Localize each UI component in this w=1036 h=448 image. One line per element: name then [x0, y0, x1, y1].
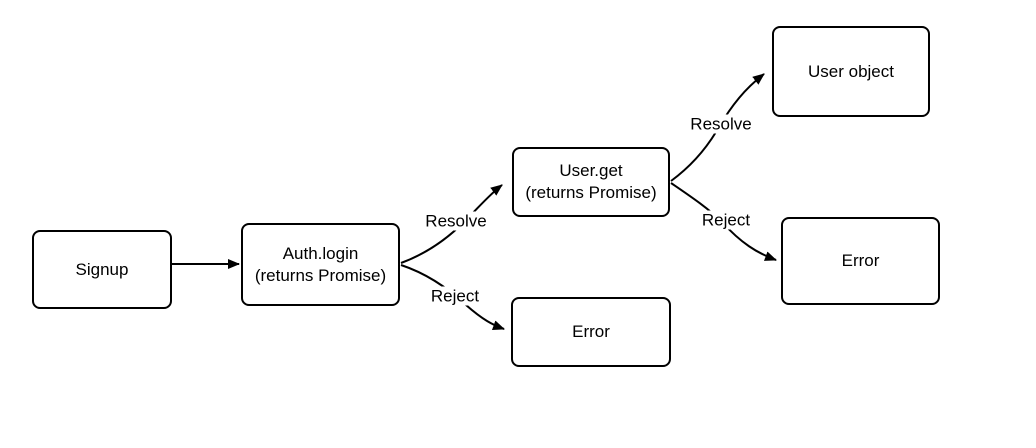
edge-label-reject-user-get: Reject — [699, 210, 753, 230]
node-signup: Signup — [32, 230, 172, 309]
node-auth-login-label: Auth.login — [282, 243, 359, 263]
edge-label-resolve-auth-login: Resolve — [423, 211, 489, 231]
node-error-auth-login: Error — [511, 297, 671, 367]
node-user-get: User.get (returns Promise) — [512, 147, 670, 217]
node-auth-login-sublabel: (returns Promise) — [254, 265, 387, 285]
edge-label-resolve-user-get: Resolve — [688, 114, 754, 134]
node-error-user-get-label: Error — [841, 251, 880, 270]
node-signup-label: Signup — [75, 259, 129, 279]
node-auth-login: Auth.login (returns Promise) — [241, 223, 400, 306]
edge-label-reject-auth-login: Reject — [428, 286, 482, 306]
node-user-object-label: User object — [808, 61, 894, 81]
node-error-auth-login-label: Error — [572, 322, 610, 341]
node-error-user-get: Error — [781, 217, 940, 305]
node-user-get-sublabel: (returns Promise) — [525, 183, 657, 202]
node-user-get-label: User.get — [559, 161, 623, 180]
node-user-object: User object — [772, 26, 930, 117]
